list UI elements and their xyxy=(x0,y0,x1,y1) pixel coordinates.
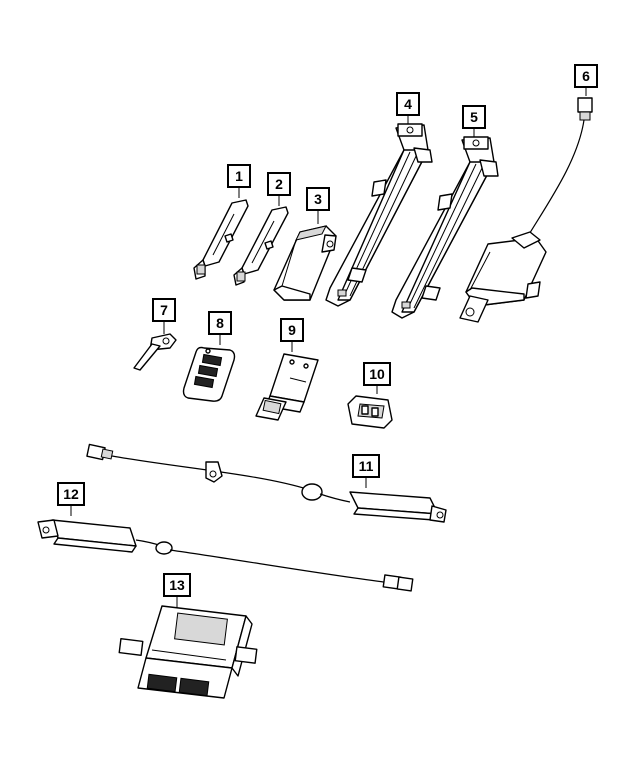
callout-9: 9 xyxy=(280,318,304,352)
callout-3: 3 xyxy=(306,187,330,224)
part-13-control-module xyxy=(118,605,258,699)
callout-6: 6 xyxy=(574,64,598,96)
part-12-antenna-cable xyxy=(37,519,414,592)
part-3-bracket xyxy=(273,225,337,301)
part-2-antenna xyxy=(233,206,289,286)
callout-2: 2 xyxy=(267,172,291,206)
part-11-antenna-cable xyxy=(86,443,447,523)
part-1-antenna xyxy=(193,199,249,280)
callout-4-label: 4 xyxy=(404,96,412,112)
callout-1-label: 1 xyxy=(235,168,243,184)
callout-6-label: 6 xyxy=(582,68,590,84)
callout-7-label: 7 xyxy=(160,302,168,318)
callout-3-label: 3 xyxy=(314,191,322,207)
callout-9-label: 9 xyxy=(288,322,296,338)
callout-11: 11 xyxy=(352,454,380,488)
callout-8-label: 8 xyxy=(216,315,224,331)
part-5-antenna-rail xyxy=(391,136,499,319)
callout-13: 13 xyxy=(163,573,191,608)
callout-4: 4 xyxy=(396,92,420,124)
callout-13-label: 13 xyxy=(169,577,185,593)
callout-2-label: 2 xyxy=(275,176,283,192)
callout-5-label: 5 xyxy=(470,109,478,125)
callout-1: 1 xyxy=(227,164,251,198)
part-7-key-blade xyxy=(133,333,177,371)
part-8-key-fob xyxy=(182,346,236,402)
callout-12-label: 12 xyxy=(63,486,79,502)
callout-12: 12 xyxy=(57,482,85,516)
callout-10-label: 10 xyxy=(369,366,385,382)
part-4-antenna-rail xyxy=(325,123,433,307)
callout-11-label: 11 xyxy=(359,458,374,474)
part-10-sensor xyxy=(347,395,393,429)
part-9-smart-module xyxy=(255,353,319,421)
callout-5: 5 xyxy=(462,105,486,137)
callout-10: 10 xyxy=(363,362,391,394)
part-6-module-pigtail xyxy=(459,97,593,323)
callout-8: 8 xyxy=(208,311,232,345)
callout-7: 7 xyxy=(152,298,176,334)
